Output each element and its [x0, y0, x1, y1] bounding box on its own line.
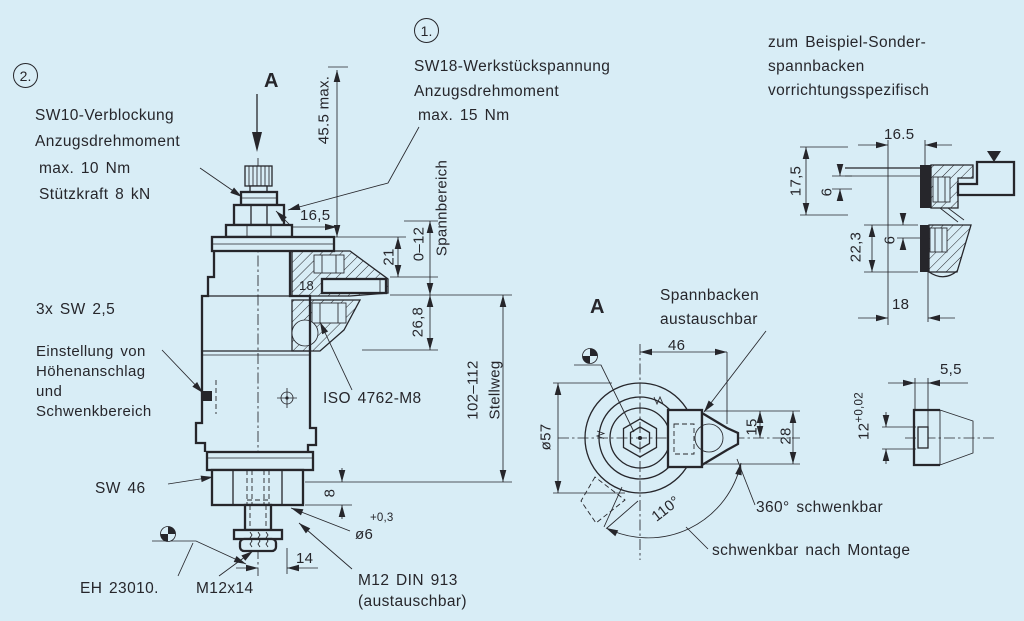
dim-8: 8 [321, 488, 339, 498]
detail-special-jaws [800, 140, 1016, 325]
dim-range: 0–12 [410, 226, 428, 262]
spannbacken-label: Spannbacken [660, 287, 760, 304]
schwenk360-label: 360° schwenkbar [756, 499, 884, 516]
adjust-label-line: und [36, 383, 63, 400]
view-direction-arrow [252, 94, 262, 152]
dim-jaws-16-5: 16.5 [884, 126, 915, 143]
example-note-line: vorrichtungsspezifisch [768, 82, 930, 99]
callout-1-line: Anzugsdrehmoment [414, 83, 560, 100]
dim-height-max: 45.5 max. [315, 75, 333, 145]
dim-jaws-22-3: 22,3 [847, 231, 865, 263]
dim-insert-12-tol: +0,02 [853, 392, 866, 423]
example-note-line: zum Beispiel-Sonder- [768, 34, 927, 51]
dim-insert-12: 12+0,02 [854, 392, 873, 440]
callout-1-line: max. 15 Nm [418, 107, 510, 124]
m12x14-label: M12x14 [196, 580, 254, 597]
callout-1-number: 1. [414, 18, 439, 43]
sw46-label: SW 46 [95, 480, 146, 497]
m12-din-label: (austauschbar) [358, 593, 467, 610]
dim-dia57: ø57 [537, 423, 555, 451]
dim-travel: 102–112 [464, 360, 482, 420]
view-a-title: A [590, 296, 605, 318]
sw25-label: 3x SW 2,5 [36, 301, 116, 318]
callout-1-line: SW18-Werkstückspannung [414, 58, 611, 75]
view-arrow-label: A [264, 70, 279, 92]
main-view [194, 94, 389, 576]
dim-jaws-6-upper: 6 [818, 187, 836, 197]
adjust-label-line: Schwenkbereich [36, 403, 152, 420]
adjust-label-line: Höhenanschlag [36, 363, 146, 380]
dim-46: 46 [668, 337, 686, 354]
dim-insert-5-5: 5,5 [940, 361, 962, 378]
montage-label: schwenkbar nach Montage [712, 542, 911, 559]
dim-14: 14 [296, 550, 314, 567]
callout-2-line: Stützkraft 8 kN [39, 186, 151, 203]
callout-2-line: SW10-Verblockung [35, 107, 175, 124]
dim-jaws-18: 18 [892, 296, 910, 313]
callout-2-line: max. 10 Nm [39, 160, 131, 177]
dim-range-label: Spannbereich [433, 159, 451, 257]
spannbacken-label: austauschbar [660, 311, 758, 328]
dim-jaws-6-lower: 6 [881, 235, 899, 245]
eh-part-label: EH 23010. [80, 580, 159, 597]
iso-screw-label: ISO 4762-M8 [323, 390, 422, 407]
dim-21: 21 [380, 248, 398, 266]
example-note-line: spannbacken [768, 58, 865, 75]
dim-18: 18 [299, 278, 315, 293]
dim-insert-12-value: 12 [855, 422, 873, 440]
dim-26-8: 26,8 [409, 306, 427, 338]
dim-28: 28 [777, 427, 795, 445]
dim-dia6: ø6 [355, 526, 374, 543]
adjust-label-line: Einstellung von [36, 343, 146, 360]
view-a [553, 330, 800, 560]
datum-target-icon [574, 348, 635, 433]
adjust-set-screw [202, 391, 212, 401]
dim-dia6-tol: +0,3 [370, 512, 394, 524]
m12-din-label: M12 DIN 913 [358, 572, 458, 589]
clamp-point-icon [987, 151, 1001, 162]
main-dimensions [152, 66, 512, 577]
callout-2-line: Anzugsdrehmoment [35, 133, 181, 150]
dim-16-5: 16,5 [300, 207, 331, 224]
dim-travel-label: Stellweg [486, 360, 504, 420]
callout-2-number: 2. [13, 63, 38, 88]
detail-jaw-insert [882, 378, 995, 467]
dim-15: 15 [743, 418, 761, 436]
datum-target-icon [160, 526, 176, 542]
dim-jaws-17-5: 17,5 [787, 165, 805, 197]
position-target-icon [277, 388, 297, 408]
